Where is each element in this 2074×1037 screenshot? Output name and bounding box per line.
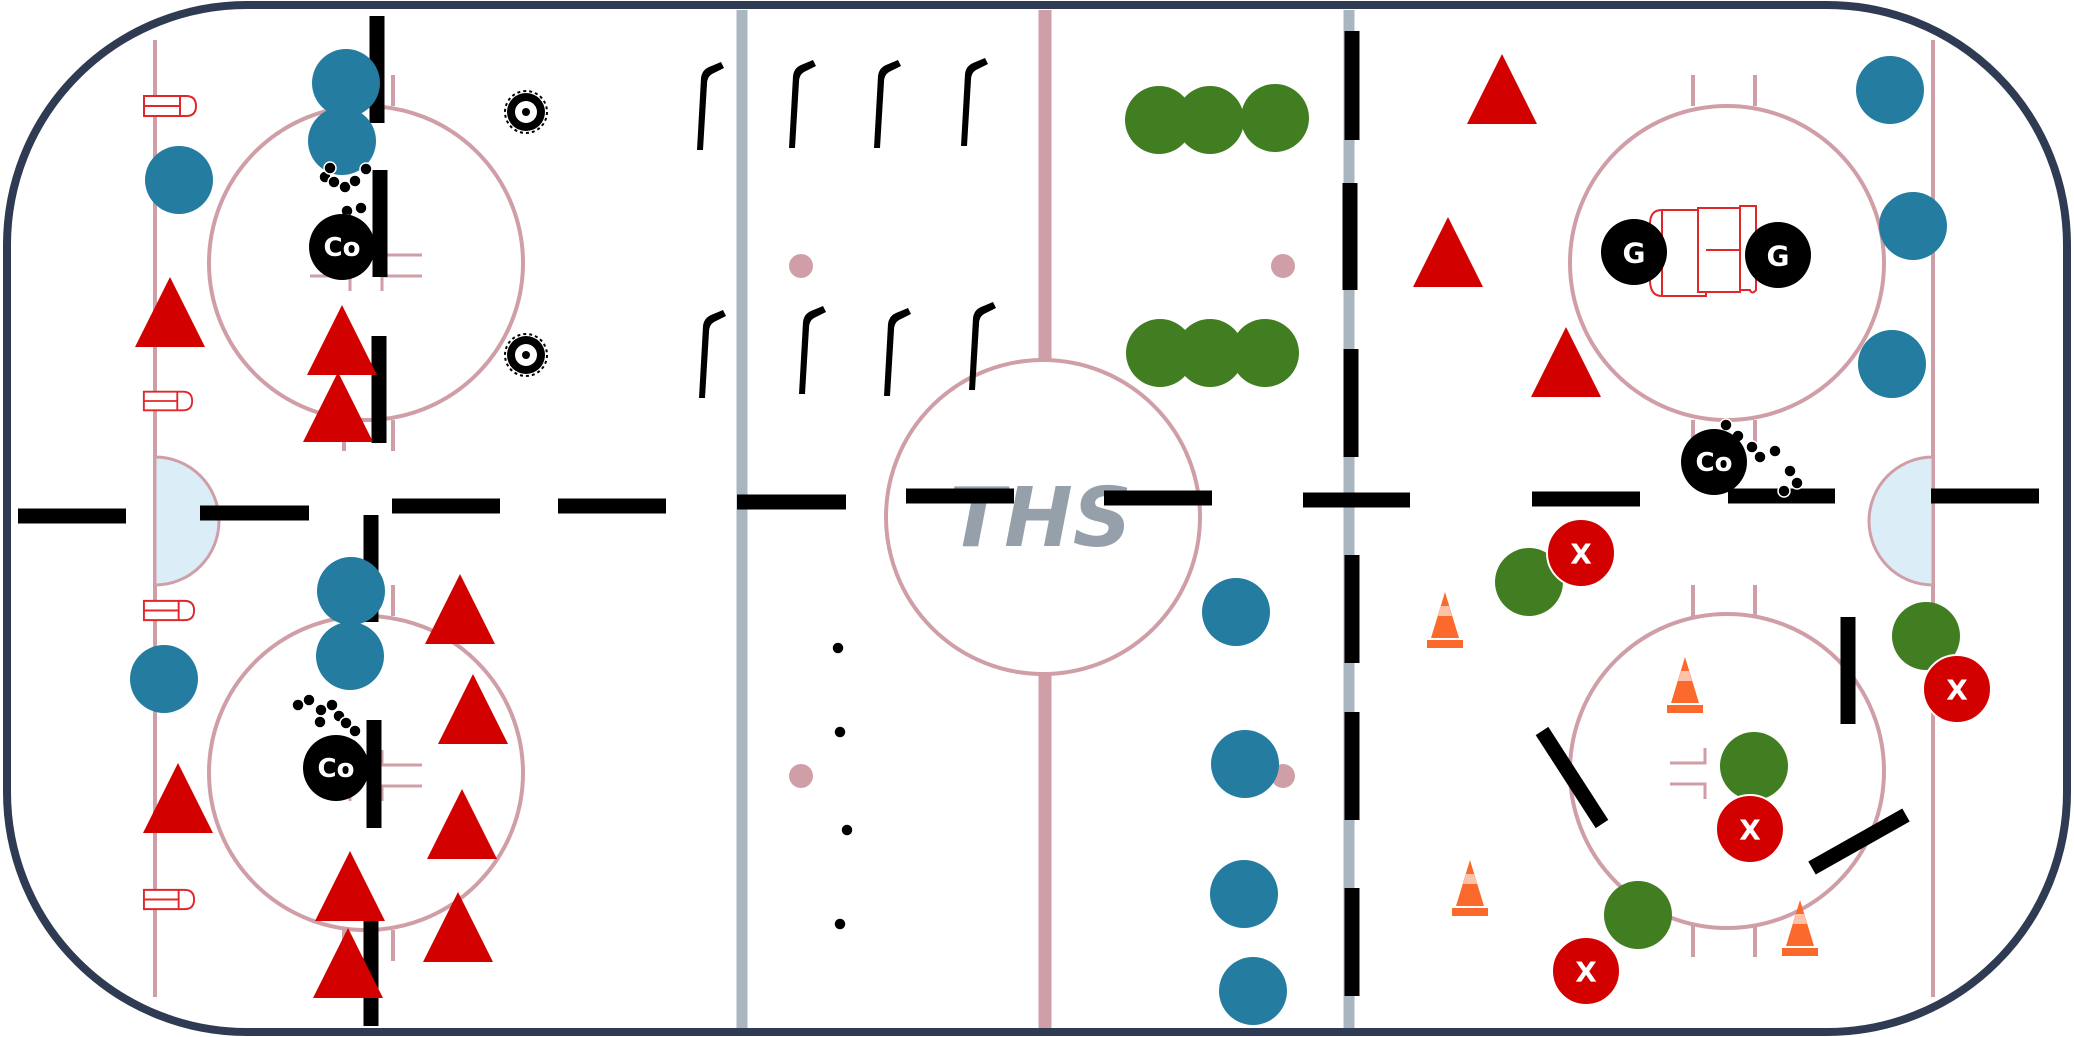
player-marker-icon <box>1176 319 1244 387</box>
player-marker-icon <box>1211 730 1279 798</box>
player-marker-icon <box>130 645 198 713</box>
svg-text:G: G <box>1623 237 1646 270</box>
svg-text:Co: Co <box>318 754 355 784</box>
player-marker-icon <box>1879 192 1947 260</box>
coach-marker: Co <box>303 735 369 801</box>
player-marker-icon <box>1604 881 1672 949</box>
x-marker: X <box>1546 518 1616 588</box>
mini-net-icon <box>142 599 196 622</box>
goalie-marker: G <box>1601 219 1667 285</box>
coach-marker: Co <box>1681 429 1747 495</box>
svg-text:X: X <box>1739 814 1761 847</box>
svg-text:Co: Co <box>324 233 361 263</box>
player-marker-icon <box>308 107 376 175</box>
player-marker-icon <box>1856 56 1924 124</box>
x-marker: X <box>1715 794 1785 864</box>
mini-net-icon <box>142 390 194 412</box>
player-marker-icon <box>1720 732 1788 800</box>
player-marker-icon <box>1210 860 1278 928</box>
goalie-marker: G <box>1745 222 1811 288</box>
player-marker-icon <box>1202 578 1270 646</box>
x-marker: X <box>1922 654 1992 724</box>
player-marker-icon <box>316 622 384 690</box>
x-marker: X <box>1551 936 1621 1006</box>
center-ice-logo: THS <box>948 471 1132 566</box>
player-marker-icon <box>1126 319 1194 387</box>
svg-text:G: G <box>1767 240 1790 273</box>
center-circle <box>884 358 1202 676</box>
player-marker-icon <box>1219 957 1287 1025</box>
goal-crease-left <box>153 455 221 587</box>
blue-players <box>130 49 1947 1025</box>
coach-marker: Co <box>309 214 375 280</box>
player-marker-icon <box>1231 319 1299 387</box>
green-players <box>1125 84 1960 949</box>
player-marker-icon <box>145 146 213 214</box>
svg-text:Co: Co <box>1696 448 1733 478</box>
puck-icon <box>1719 418 1733 432</box>
mini-net-icon <box>142 888 196 911</box>
player-marker-icon <box>317 557 385 625</box>
barrier-lines <box>18 16 2039 1026</box>
mini-net-icon <box>143 95 197 117</box>
player-marker-icon <box>1125 86 1193 154</box>
puck-icon <box>291 698 305 712</box>
player-marker-icon <box>1892 602 1960 670</box>
red-triangles <box>135 54 1601 998</box>
pucks <box>291 161 1804 931</box>
player-marker-icon <box>312 49 380 117</box>
svg-text:X: X <box>1575 956 1597 989</box>
player-marker-icon <box>1176 86 1244 154</box>
player-marker-icon <box>1495 548 1563 616</box>
svg-text:X: X <box>1570 538 1592 571</box>
puck-icon <box>831 641 845 655</box>
player-marker-icon <box>1858 330 1926 398</box>
goal-crease-right <box>1867 455 1935 587</box>
svg-text:X: X <box>1946 674 1968 707</box>
player-marker-icon <box>1241 84 1309 152</box>
